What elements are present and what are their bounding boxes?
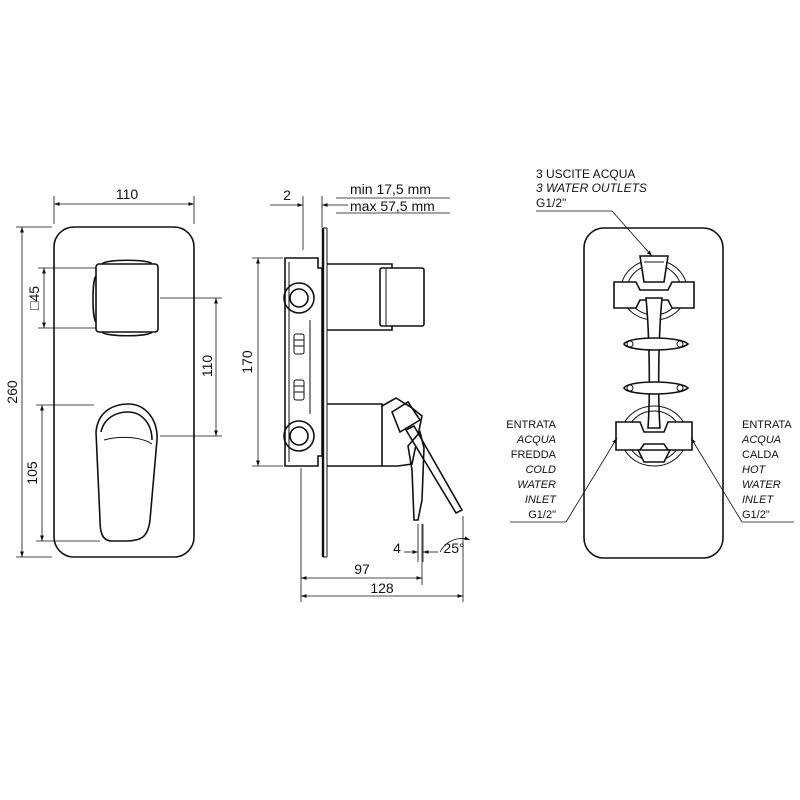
outlets-label-en: 3 WATER OUTLETS <box>536 181 647 195</box>
cold-inlet-line: WATER <box>517 479 556 491</box>
mixer-lever <box>95 403 158 542</box>
cold-inlet-line: FREDDA <box>511 449 557 461</box>
diverter-knob <box>92 259 159 337</box>
lever-height-dim: 105 <box>24 461 40 485</box>
hot-inlet-line: INLET <box>742 494 774 506</box>
hot-inlet-line: ENTRATA <box>742 419 792 431</box>
front-width-dim: 110 <box>116 186 139 202</box>
front-view: 110 260 □45 110 105 <box>4 186 222 558</box>
plate-thickness-dim: 2 <box>283 187 291 203</box>
depth-min-label: min 17,5 mm <box>350 181 431 197</box>
hot-inlet-line: ACQUA <box>741 434 781 446</box>
knob-spacing-dim: 110 <box>199 355 215 378</box>
mixer-body-side <box>327 397 464 521</box>
rear-plate <box>583 227 724 559</box>
outlet-fitting <box>613 255 695 321</box>
outlets-thread: G1/2" <box>536 196 566 210</box>
inlet-fitting <box>615 405 693 467</box>
hot-inlet-line: HOT <box>742 464 767 476</box>
depth-max-label: max 57,5 mm <box>350 198 435 214</box>
front-height-dim: 260 <box>4 380 20 404</box>
cold-inlet-line: ENTRATA <box>506 419 556 431</box>
outlets-label-it: 3 USCITE ACQUA <box>536 167 635 181</box>
rear-view: 3 USCITE ACQUA 3 WATER OUTLETS G1/2" ENT… <box>506 167 794 559</box>
cold-inlet-callout: ENTRATA ACQUA FREDDA COLD WATER INLET G1… <box>506 419 618 523</box>
side-view: 2 min 17,5 mm max 57,5 mm 170 4 25° 97 1… <box>239 181 471 602</box>
cold-inlet-line: ACQUA <box>516 434 556 446</box>
cold-inlet-line: G1/2" <box>528 509 556 521</box>
projection-dim: 97 <box>354 561 370 577</box>
hot-inlet-callout: ENTRATA ACQUA CALDA HOT WATER INLET G1/2… <box>690 419 794 523</box>
diverter-knob-side <box>327 263 425 331</box>
body-height-dim: 170 <box>239 350 255 374</box>
knob-size-dim: □45 <box>26 286 42 310</box>
mounting-clips <box>623 337 690 395</box>
lever-angle-dim: 25° <box>443 540 464 556</box>
built-in-body <box>283 257 323 467</box>
hot-inlet-line: CALDA <box>742 449 779 461</box>
total-depth-dim: 128 <box>370 580 394 596</box>
front-plate <box>53 226 195 558</box>
hot-inlet-line: WATER <box>742 479 781 491</box>
cold-inlet-line: INLET <box>525 494 557 506</box>
cold-inlet-line: COLD <box>525 464 556 476</box>
hot-inlet-line: G1/2" <box>742 509 770 521</box>
lever-offset-dim: 4 <box>393 540 401 556</box>
